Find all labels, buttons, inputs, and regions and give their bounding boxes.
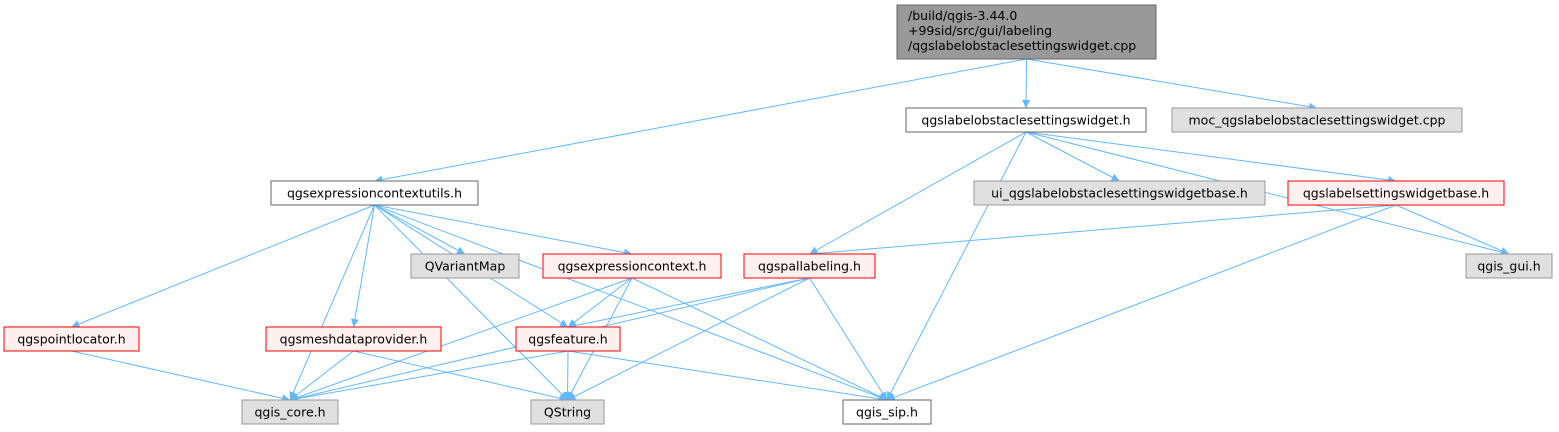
node-gui-h[interactable]: qgis_gui.h — [1465, 253, 1553, 279]
edge-feature_h-to-core_h — [289, 350, 569, 403]
node-label: QString — [544, 405, 591, 420]
edge-ctxutils_h-to-qstring — [374, 204, 568, 401]
node-box — [905, 107, 1147, 133]
node-box — [1171, 107, 1463, 133]
node-box — [410, 253, 520, 279]
node-box — [1287, 180, 1505, 206]
node-label: qgis_sip.h — [856, 405, 918, 420]
node-labelsettings-h[interactable]: qgslabelsettingswidgetbase.h — [1287, 180, 1505, 206]
node-box — [3, 326, 140, 352]
node-box — [842, 399, 932, 425]
node-meshdp-h[interactable]: qgsmeshdataprovider.h — [265, 326, 442, 352]
edge-ctxutils_h-to-meshdp_h — [350, 204, 375, 328]
edge-root-to-ctxutils_h — [374, 58, 1027, 184]
node-label: qgspallabeling.h — [758, 259, 861, 274]
edge-ctxutils_h-to-pointlocator_h — [71, 204, 375, 328]
node-label: qgslabelobstaclesettingswidget.h — [921, 113, 1130, 128]
edge-feature_h-to-qstring — [563, 350, 572, 401]
node-label: qgis_core.h — [254, 405, 325, 420]
node-widget-h[interactable]: qgslabelobstaclesettingswidget.h — [905, 107, 1147, 133]
edge-exprctx_h-to-core_h — [289, 277, 633, 402]
node-label: qgsfeature.h — [528, 332, 607, 347]
node-exprctx-h[interactable]: qgsexpressioncontext.h — [542, 253, 722, 279]
node-label: qgsmeshdataprovider.h — [280, 332, 428, 347]
nodes-layer: /build/qgis-3.44.0+99sid/src/gui/labelin… — [3, 4, 1553, 425]
edge-ctxutils_h-to-sip_h — [374, 204, 888, 401]
edge-exprctx_h-to-feature_h — [567, 277, 633, 328]
node-box — [542, 253, 722, 279]
edge-ctxutils_h-to-qvariantmap — [374, 204, 466, 255]
node-qvariantmap[interactable]: QVariantMap — [410, 253, 520, 279]
edge-ctxutils_h-to-core_h — [289, 204, 375, 401]
node-box — [265, 326, 442, 352]
edge-pallabeling_h-to-feature_h — [567, 277, 810, 330]
edge-widget_h-to-pallabeling_h — [809, 131, 1027, 255]
edge-root-to-widget_h — [1022, 58, 1031, 109]
node-qstring[interactable]: QString — [530, 399, 605, 425]
node-box — [241, 399, 339, 425]
edge-widget_h-to-gui_h — [1025, 131, 1510, 256]
edge-meshdp_h-to-qstring — [353, 350, 568, 403]
node-label: qgsexpressioncontextutils.h — [287, 186, 462, 201]
edge-widget_h-to-labelsettings_h — [1025, 131, 1397, 184]
node-box — [270, 180, 479, 206]
node-pointlocator-h[interactable]: qgspointlocator.h — [3, 326, 140, 352]
node-box — [530, 399, 605, 425]
node-label: moc_qgslabelobstaclesettingswidget.cpp — [1189, 113, 1446, 128]
node-root[interactable]: /build/qgis-3.44.0+99sid/src/gui/labelin… — [896, 4, 1157, 60]
node-box — [1465, 253, 1553, 279]
edge-pointlocator_h-to-core_h — [71, 350, 291, 403]
edge-pallabeling_h-to-sip_h — [809, 277, 888, 401]
node-box — [896, 4, 1157, 60]
edge-meshdp_h-to-core_h — [289, 350, 354, 401]
node-ui-base-h[interactable]: ui_qgslabelobstaclesettingswidgetbase.h — [973, 180, 1266, 206]
edge-labelsettings_h-to-pallabeling_h — [809, 204, 1397, 258]
edge-feature_h-to-sip_h — [567, 350, 888, 403]
node-pallabeling-h[interactable]: qgspallabeling.h — [743, 253, 876, 279]
edge-labelsettings_h-to-gui_h — [1395, 204, 1510, 255]
edge-widget_h-to-ui_base_h — [1025, 131, 1120, 182]
node-label: /build/qgis-3.44.0 — [908, 8, 1017, 23]
node-sip-h[interactable]: qgis_sip.h — [842, 399, 932, 425]
node-box — [515, 326, 621, 352]
node-label: +99sid/src/gui/labeling — [908, 23, 1052, 38]
edge-widget_h-to-sip_h — [886, 131, 1027, 401]
node-box — [743, 253, 876, 279]
edge-root-to-moc_cpp — [1026, 58, 1318, 111]
node-feature-h[interactable]: qgsfeature.h — [515, 326, 621, 352]
node-moc-cpp[interactable]: moc_qgslabelobstaclesettingswidget.cpp — [1171, 107, 1463, 133]
node-label: qgis_gui.h — [1477, 259, 1540, 274]
node-box — [973, 180, 1266, 206]
edge-ctxutils_h-to-exprctx_h — [374, 204, 633, 257]
node-label: /qgslabelobstaclesettingswidget.cpp — [908, 38, 1136, 53]
edge-pallabeling_h-to-qstring — [567, 277, 810, 401]
node-label: qgslabelsettingswidgetbase.h — [1303, 186, 1489, 201]
edge-exprctx_h-to-sip_h — [631, 277, 888, 401]
node-core-h[interactable]: qgis_core.h — [241, 399, 339, 425]
node-label: qgspointlocator.h — [17, 332, 125, 347]
node-ctxutils-h[interactable]: qgsexpressioncontextutils.h — [270, 180, 479, 206]
node-label: qgsexpressioncontext.h — [558, 259, 707, 274]
node-label: ui_qgslabelobstaclesettingswidgetbase.h — [991, 186, 1248, 201]
edge-labelsettings_h-to-sip_h — [886, 204, 1397, 401]
node-label: QVariantMap — [425, 259, 506, 274]
